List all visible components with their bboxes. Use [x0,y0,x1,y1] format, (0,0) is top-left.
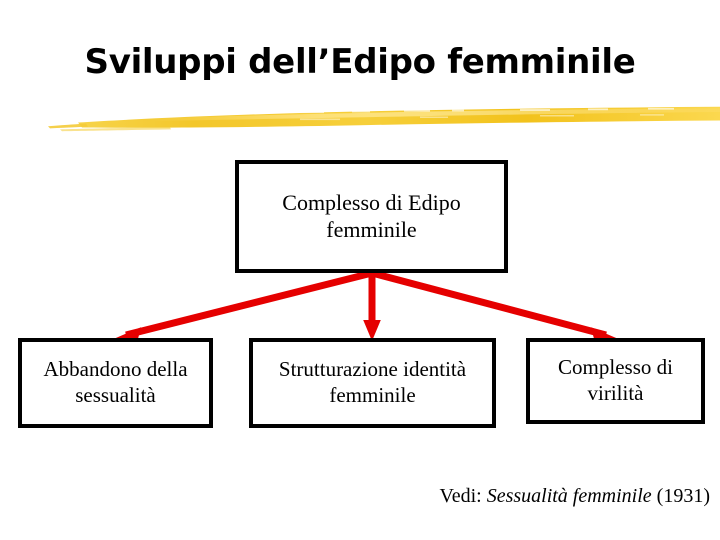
diagram-node-root-label: Complesso di Edipo femminile [282,189,461,242]
page-title: Sviluppi dell’Edipo femminile [84,42,636,82]
diagram-node-complesso-virilita[interactable]: Complesso di virilità [526,338,705,424]
diagram-node-label: Abbandono della sessualità [43,357,188,407]
diagram-node-strutturazione-identita[interactable]: Strutturazione identità femminile [249,338,496,428]
footnote-year: (1931) [651,485,710,507]
arrow-down-right [371,269,620,345]
diagram-node-label: Strutturazione identità femminile [278,357,467,407]
arrow-down-left [112,269,373,345]
arrow-down-center [363,273,381,341]
diagram-node-label: Complesso di virilità [558,355,673,405]
footnote-work-title: Sessualità femminile [486,485,652,507]
footnote-prefix: Vedi: [439,485,487,507]
footnote-reference: Vedi: Sessualità femminile (1931) [260,483,710,509]
diagram-node-root[interactable]: Complesso di Edipo femminile [235,160,508,273]
diagram-node-abbandono-sessualita[interactable]: Abbandono della sessualità [18,338,213,428]
